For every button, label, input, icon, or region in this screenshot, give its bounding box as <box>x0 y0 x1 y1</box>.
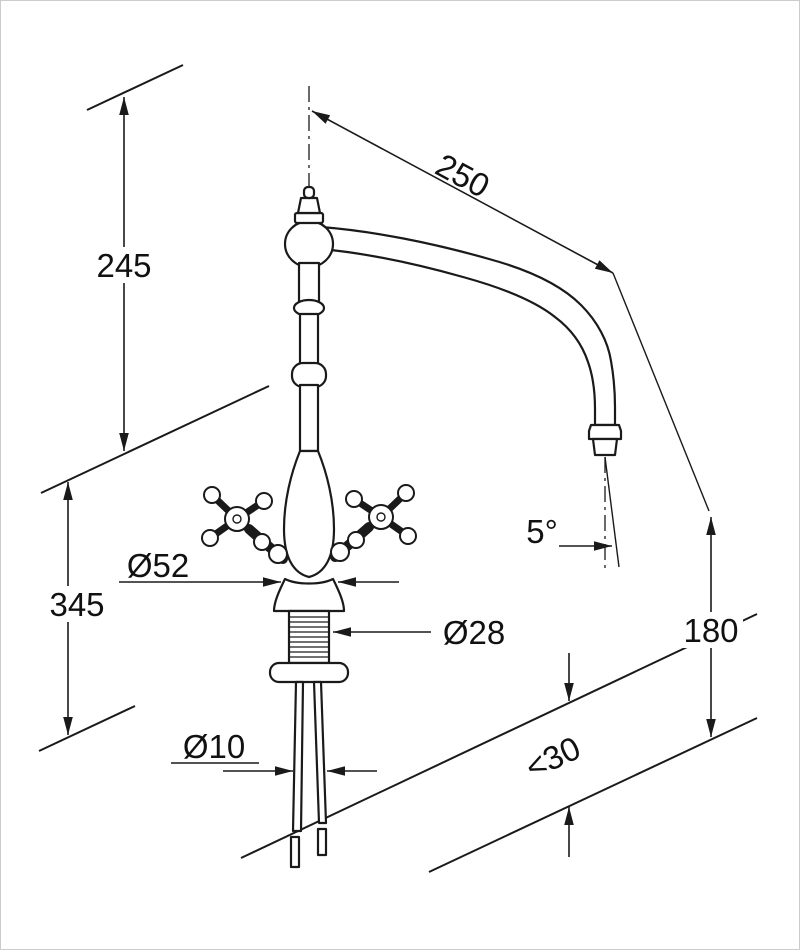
neck-lower <box>298 383 320 453</box>
left-arm-ball <box>201 529 219 547</box>
dim-label-max30: <30 <box>520 729 586 786</box>
dim-label-250: 250 <box>430 146 496 205</box>
dim-label-dia52: Ø52 <box>127 547 189 584</box>
spout-aerator <box>591 437 619 457</box>
column-ring <box>290 361 328 389</box>
left-handle <box>201 486 288 564</box>
deck-ref-mid-left <box>40 385 270 494</box>
right-arm-ball <box>399 527 417 545</box>
extension-line-250-180 <box>612 272 710 512</box>
supply-tube-right-tip <box>316 827 328 857</box>
base-dome <box>272 577 346 613</box>
dimension-dia52: Ø52 <box>119 547 399 587</box>
dim-label-dia10: Ø10 <box>183 728 245 765</box>
shank-threads <box>290 616 328 658</box>
ball-joint <box>283 219 335 269</box>
dimension-245: 245 <box>90 97 158 451</box>
dimension-max30: <30 <box>520 653 586 857</box>
finial-knob <box>302 185 316 200</box>
label-background <box>43 586 111 622</box>
dim-label-180: 180 <box>683 612 738 649</box>
spout-outlet-flare <box>587 423 623 441</box>
neck-middle <box>298 312 320 367</box>
deck-ref-top-left <box>86 64 184 111</box>
left-hub-cap <box>232 514 242 524</box>
left-stem-ball <box>268 544 288 564</box>
dimension-angle5: 5° <box>526 513 612 551</box>
supply-tube-right <box>312 680 328 825</box>
dim-label-dia28: Ø28 <box>443 614 505 651</box>
outlet-stream-line <box>604 456 620 568</box>
reference-lines <box>38 64 758 873</box>
hub-collar <box>293 211 325 225</box>
deck-ref-bottom-left <box>38 705 136 752</box>
spout <box>319 225 623 569</box>
right-handle-hub <box>368 504 394 530</box>
right-handle <box>330 484 417 562</box>
dimension-250: 250 <box>311 110 710 512</box>
deck-line-bottom <box>428 717 758 873</box>
dimension-345: 345 <box>43 482 111 735</box>
dim-label-245: 245 <box>96 247 151 284</box>
faucet-base <box>268 577 350 684</box>
spout-hub <box>283 185 335 269</box>
finial-cone <box>296 196 322 215</box>
spout-tube <box>319 225 617 427</box>
base-flange <box>268 661 350 684</box>
right-arm-ball <box>397 484 415 502</box>
dim-label-345: 345 <box>49 586 104 623</box>
right-stem-ball <box>330 542 350 562</box>
supply-tubes <box>289 680 328 869</box>
right-arm-ball <box>345 490 363 508</box>
label-background <box>679 612 743 648</box>
right-hub-cap <box>376 512 386 522</box>
supply-tube-left <box>291 680 305 833</box>
dim-line-250 <box>311 110 614 274</box>
neck-upper <box>297 261 321 307</box>
right-arm-ball <box>347 531 365 549</box>
left-arm-ball <box>203 486 221 504</box>
deck-line-top <box>240 613 758 859</box>
dimension-dia28: Ø28 <box>333 614 505 651</box>
body-column <box>282 261 336 579</box>
body-vase <box>282 449 336 579</box>
supply-tube-left-tip <box>289 835 301 869</box>
left-arm-ball <box>255 492 273 510</box>
dimension-180: 180 <box>679 517 743 737</box>
label-background <box>90 247 158 283</box>
left-handle-hub <box>224 506 250 532</box>
left-arm-ball <box>253 533 271 551</box>
dim-label-angle5: 5° <box>526 513 558 550</box>
dimension-dia10: Ø10 <box>171 728 377 776</box>
